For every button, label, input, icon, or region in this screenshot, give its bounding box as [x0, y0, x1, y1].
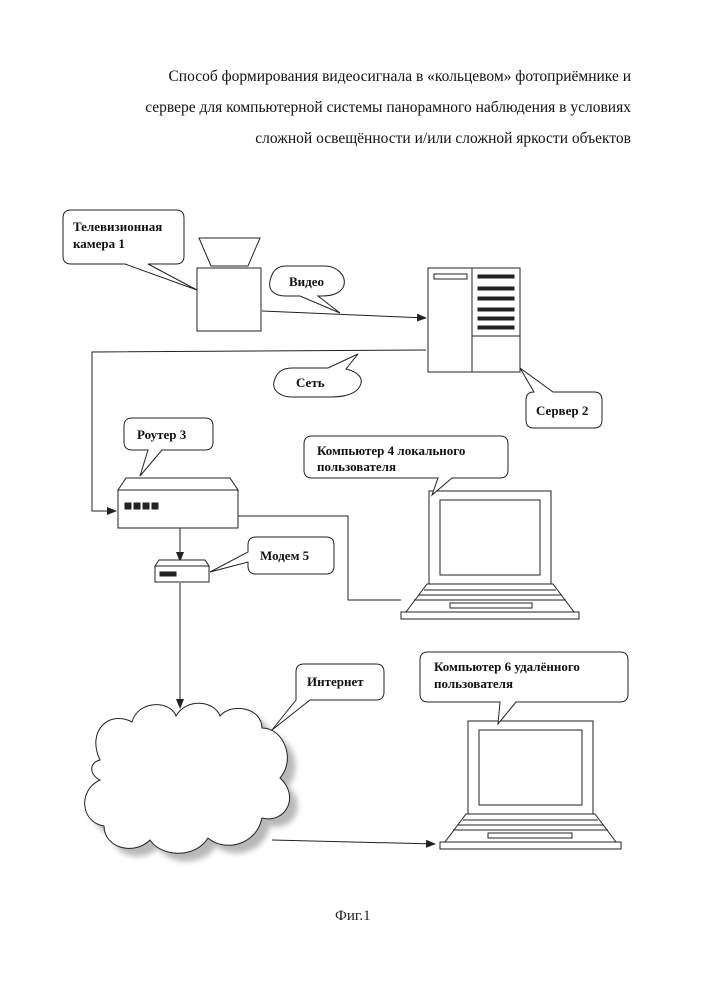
figure-caption: Фиг.1 [335, 908, 371, 924]
camera-label-line1: Телевизионная [73, 219, 162, 234]
camera-icon [197, 238, 261, 331]
video-label: Видео [289, 274, 324, 289]
remote-computer-label-line1: Компьютер 6 удалённого [434, 659, 580, 674]
camera-label-line2: камера 1 [73, 236, 125, 251]
local-laptop-icon [401, 491, 579, 619]
server-icon [428, 268, 520, 372]
internet-label: Интернет [307, 674, 364, 689]
network-label: Сеть [296, 375, 325, 390]
router-icon [118, 478, 238, 528]
modem-label: Модем 5 [260, 548, 310, 563]
server-label: Сервер 2 [536, 403, 588, 418]
video-connection [262, 311, 426, 318]
server-callout-bubble [520, 368, 602, 428]
modem-icon [155, 560, 209, 582]
remote-laptop-icon [440, 721, 621, 849]
internet-to-remote-connection [272, 840, 435, 844]
router-label: Роутер 3 [137, 427, 187, 442]
remote-computer-label-line2: пользователя [434, 676, 513, 691]
internet-cloud-icon [85, 703, 298, 861]
local-computer-label-line1: Компьютер 4 локального [317, 443, 465, 458]
local-computer-label-line2: пользователя [317, 459, 396, 474]
